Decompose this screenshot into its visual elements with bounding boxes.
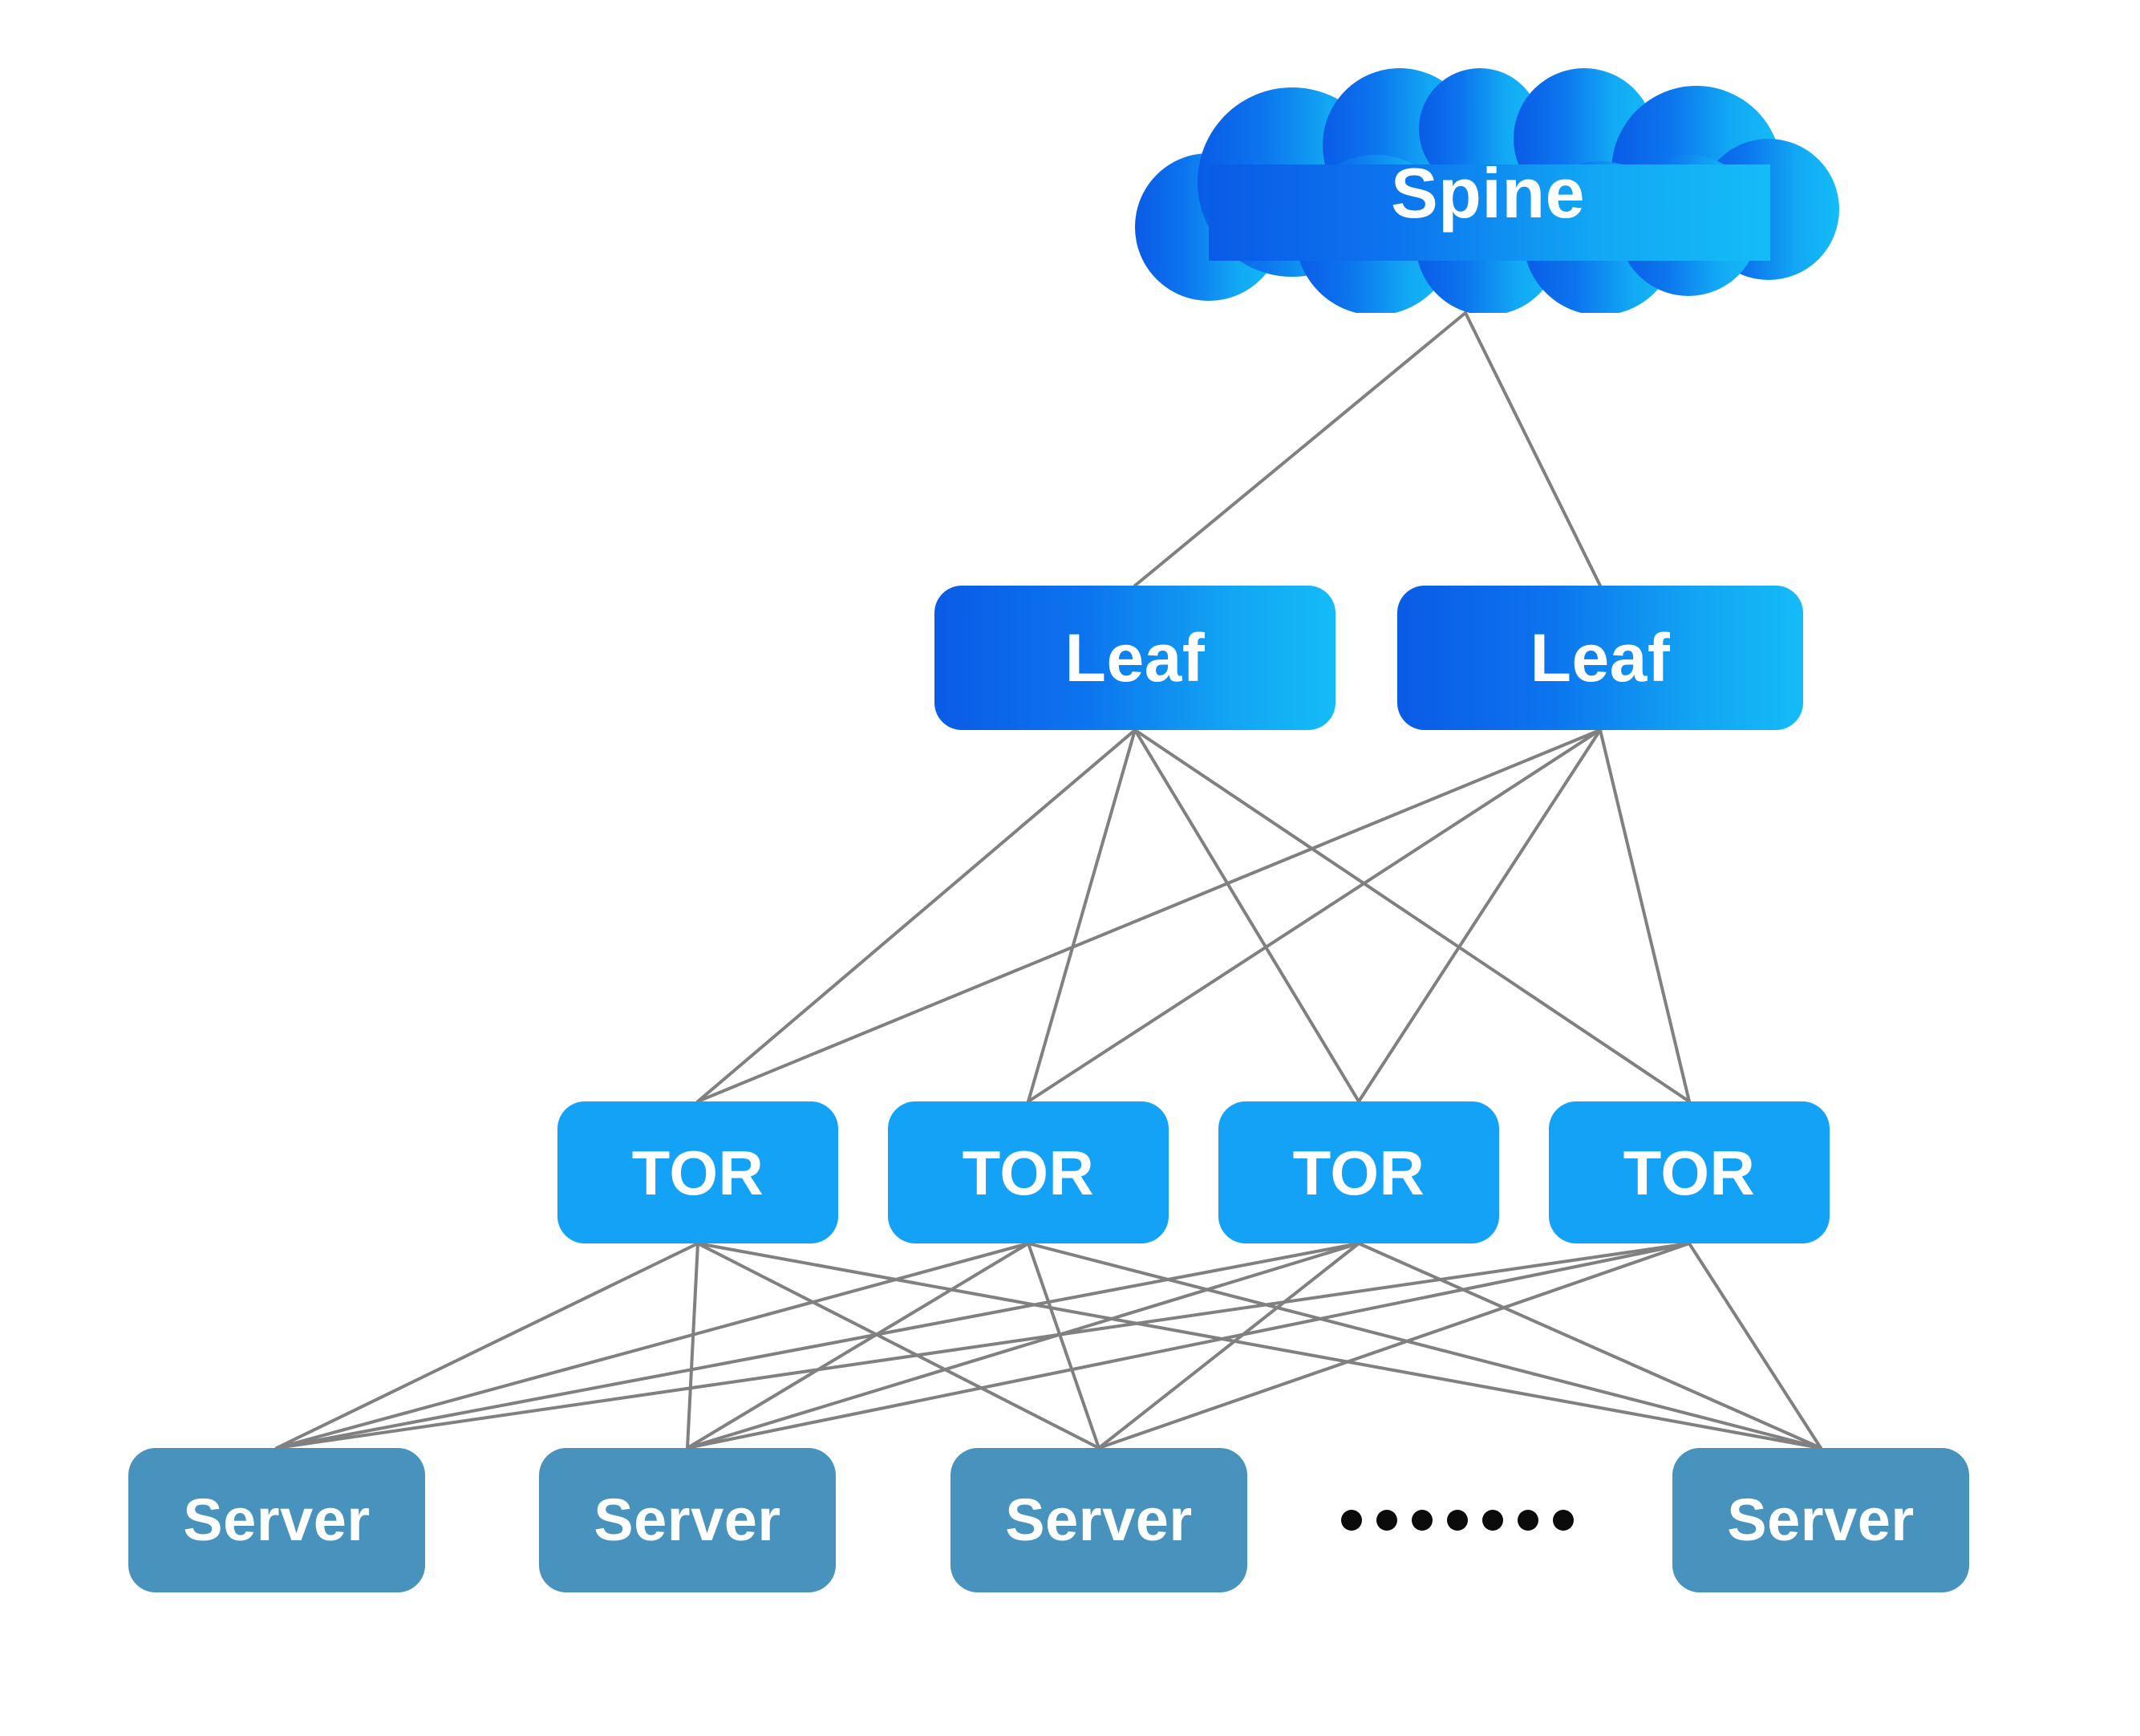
tor-node-4[interactable]: TOR [1549, 1101, 1830, 1243]
tor-label: TOR [962, 1137, 1095, 1208]
ellipsis-dot [1412, 1510, 1433, 1531]
ellipsis-dot [1482, 1510, 1503, 1531]
spine-label: Spine [1390, 152, 1586, 233]
tor-node-1[interactable]: TOR [557, 1101, 838, 1243]
ellipsis-dot [1518, 1510, 1538, 1531]
leaf-node-2[interactable]: Leaf [1397, 586, 1803, 730]
more-servers-ellipsis [1341, 1510, 1574, 1531]
server-label: Server [594, 1487, 781, 1553]
server-label: Server [1727, 1487, 1915, 1553]
server-node-4[interactable]: Server [1672, 1448, 1969, 1592]
leaf-label: Leaf [1064, 620, 1206, 696]
tor-label: TOR [631, 1137, 764, 1208]
server-node-3[interactable]: Server [950, 1448, 1247, 1592]
tor-node-3[interactable]: TOR [1218, 1101, 1499, 1243]
spine-cloud-node[interactable]: Spine [1135, 68, 1841, 313]
tor-node-2[interactable]: TOR [888, 1101, 1169, 1243]
server-label: Server [183, 1487, 371, 1553]
tor-label: TOR [1623, 1137, 1756, 1208]
tor-label: TOR [1292, 1137, 1425, 1208]
ellipsis-dot [1341, 1510, 1362, 1531]
cloud-icon [1135, 68, 1839, 313]
server-label: Server [1005, 1487, 1193, 1553]
server-node-1[interactable]: Server [128, 1448, 425, 1592]
leaf-node-1[interactable]: Leaf [934, 586, 1335, 730]
server-node-2[interactable]: Server [539, 1448, 836, 1592]
ellipsis-dot [1553, 1510, 1574, 1531]
ellipsis-dot [1376, 1510, 1397, 1531]
leaf-label: Leaf [1530, 620, 1671, 696]
ellipsis-dot [1447, 1510, 1468, 1531]
